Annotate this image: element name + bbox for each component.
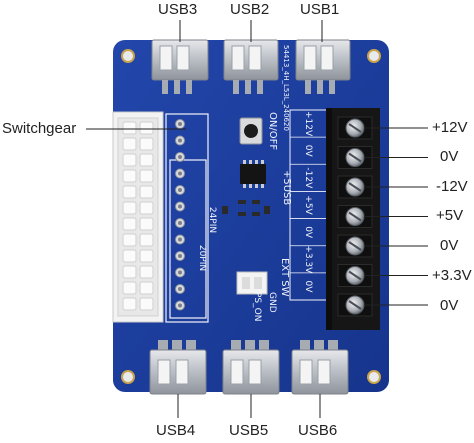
mounting-hole <box>121 49 135 63</box>
board-code: 54413_4H_L53L_240620 <box>282 45 290 131</box>
label-ps-on: PS_ON <box>252 292 262 321</box>
rail-silk-label: +5V <box>303 195 313 215</box>
label-plus5usb: +5USB <box>281 170 292 205</box>
label-ext-sw: EXT SW <box>279 258 290 297</box>
smd-components <box>222 200 270 216</box>
atx-pin-slot <box>122 297 137 311</box>
atx-pin-slot <box>139 297 154 311</box>
usb-port-2[interactable] <box>223 39 279 94</box>
controller-chip <box>240 164 266 184</box>
pin-headers <box>175 119 185 311</box>
usb-port-3[interactable] <box>151 39 209 94</box>
atx-pin-slot <box>139 137 154 151</box>
atx-pin-slot <box>122 217 137 231</box>
callout-rail-0v-2: 0V <box>440 237 459 254</box>
atx-pin-slot <box>122 137 137 151</box>
pin-outline-20 <box>169 159 207 319</box>
pin-outline-24 <box>165 113 209 323</box>
power-switch[interactable] <box>239 117 263 145</box>
atx-pin-slot <box>122 265 137 279</box>
callout-usb6: USB6 <box>298 422 338 439</box>
screw-terminal-block <box>326 108 380 330</box>
usb-port-5[interactable] <box>222 340 280 395</box>
callout-usb3: USB3 <box>158 1 198 18</box>
atx-pin-slot <box>122 233 137 247</box>
callout-usb2: USB2 <box>230 1 270 18</box>
callout-rail-minus12v: -12V <box>436 178 468 195</box>
mounting-hole <box>367 370 381 384</box>
atx-pin-slot <box>122 169 137 183</box>
rail-silk-label: -12V <box>303 167 313 189</box>
label-24pin: 24PIN <box>207 207 217 233</box>
callout-usb5: USB5 <box>229 422 269 439</box>
atx-pin-slot <box>139 169 154 183</box>
atx-pin-slot <box>139 153 154 167</box>
label-gnd: GND <box>267 292 277 313</box>
atx-pin-slot <box>139 121 154 135</box>
callout-usb1: USB1 <box>300 1 340 18</box>
callout-rail-plus3v3: +3.3V <box>432 267 472 284</box>
rail-silk-label: 0V <box>303 145 313 158</box>
callout-rail-plus12v: +12V <box>432 119 468 136</box>
mounting-hole <box>367 49 381 63</box>
callout-usb4: USB4 <box>156 422 196 439</box>
atx-pin-slot <box>139 185 154 199</box>
atx-pin-slot <box>139 281 154 295</box>
atx-pin-slot <box>122 153 137 167</box>
rail-silk-label: +3.3V <box>303 245 313 274</box>
ext-switch-connector[interactable] <box>236 271 268 295</box>
atx-pin-slot <box>139 249 154 263</box>
usb-port-1[interactable] <box>295 39 351 94</box>
rail-silk-label: 0V <box>303 280 313 293</box>
atx-pin-slot <box>122 185 137 199</box>
atx-pin-slot <box>122 281 137 295</box>
atx-pin-slot <box>122 201 137 215</box>
label-on-off: ON/OFF <box>267 112 278 150</box>
callout-rail-0v-1: 0V <box>440 148 459 165</box>
rail-silk-label: 0V <box>303 226 313 239</box>
callout-switchgear: Switchgear <box>2 120 77 137</box>
rail-silk-label: +12V <box>303 111 313 137</box>
atx-pin-slot <box>139 217 154 231</box>
atx-pin-slot <box>139 233 154 247</box>
atx-pin-slot <box>139 265 154 279</box>
atx-pin-slot <box>122 121 137 135</box>
atx-24pin-connector[interactable] <box>112 111 164 323</box>
mounting-hole <box>121 370 135 384</box>
label-20pin: 20PIN <box>197 245 207 271</box>
atx-pin-slot <box>122 249 137 263</box>
callout-rail-plus5v: +5V <box>436 207 464 224</box>
usb-port-4[interactable] <box>149 340 207 395</box>
atx-pin-slot <box>139 201 154 215</box>
usb-port-6[interactable] <box>291 340 349 395</box>
callout-rail-0v-3: 0V <box>440 297 459 314</box>
